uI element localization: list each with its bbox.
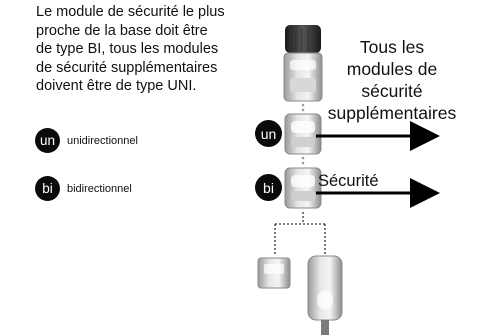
bi-badge: bi bbox=[35, 176, 60, 201]
label-safety: Sécurité bbox=[318, 172, 379, 190]
top-module-icon bbox=[283, 52, 323, 102]
legend-label-unidirectional: unidirectionnel bbox=[67, 134, 138, 147]
top-cap-icon bbox=[285, 25, 321, 53]
label-all-additional-modules: Tous les modules de sécurité supplémenta… bbox=[327, 37, 457, 123]
upper-safety-module-icon bbox=[284, 113, 322, 155]
lower-safety-module-icon bbox=[284, 167, 322, 209]
small-base-icon bbox=[257, 257, 291, 289]
instruction-text: Le module de sécurité le plus proche de … bbox=[36, 4, 225, 94]
connector-dots-middle bbox=[301, 156, 305, 165]
legend-item-unidirectional: un unidirectionnel bbox=[35, 128, 138, 153]
legend-label-bidirectional: bidirectionnel bbox=[67, 182, 132, 195]
device-un-badge: un bbox=[255, 120, 282, 147]
cable-base-icon bbox=[307, 255, 343, 335]
un-badge: un bbox=[35, 128, 60, 153]
legend-item-bidirectional: bi bidirectionnel bbox=[35, 176, 132, 201]
device-bi-badge: bi bbox=[255, 174, 282, 201]
branch-dotted-lines bbox=[274, 212, 326, 256]
connector-dots-upper bbox=[301, 103, 305, 112]
